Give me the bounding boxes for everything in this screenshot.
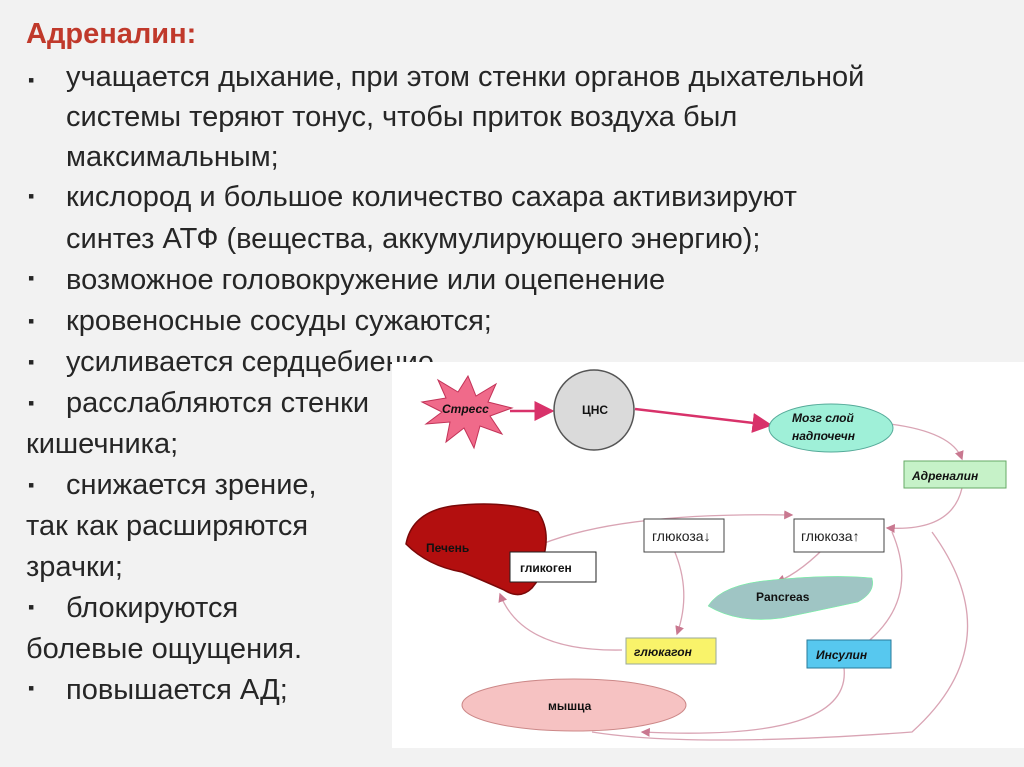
glucose-down-box — [643, 518, 725, 553]
pancreas-shape — [707, 576, 873, 620]
bullet-marker: ▪ — [28, 70, 35, 90]
glycogen-label: гликоген — [520, 561, 572, 575]
arrow-insulin-muscle — [640, 667, 845, 737]
slide-title: Адреналин: — [26, 18, 197, 50]
bullet-text: кишечника; — [26, 428, 179, 460]
bullet-marker: ▪ — [28, 393, 35, 413]
cns-node — [553, 369, 635, 451]
bullet-marker: ▪ — [28, 268, 35, 288]
glucose-up-label: глюкоза↑ — [801, 528, 860, 544]
bullet-text: системы теряют тонус, чтобы приток возду… — [66, 101, 738, 133]
bullet-marker: ▪ — [28, 678, 35, 698]
insulin-label: Инсулин — [816, 648, 868, 662]
bullet-text: болевые ощущения. — [26, 633, 303, 665]
bullet-text: усиливается сердцебиение — [66, 346, 434, 378]
liver-label: Печень — [426, 541, 469, 555]
bullet-text: так как расширяются — [26, 510, 309, 542]
arrow-adrenaline-glucose-up — [885, 487, 963, 534]
insulin-box — [806, 639, 892, 669]
bullet-text: кислород и большое количество сахара акт… — [66, 181, 797, 213]
pancreas-label: Pancreas — [756, 590, 810, 604]
bullet-text: максимальным; — [66, 141, 279, 173]
bullet-text: зрачки; — [26, 551, 123, 583]
arrow-cns-adrenal — [634, 407, 773, 433]
stress-star — [420, 374, 514, 450]
bullet-marker: ▪ — [28, 352, 35, 372]
arrow-glucagon-liver — [498, 592, 623, 651]
glucose-up-box — [793, 518, 885, 553]
stress-label: Стресс — [442, 402, 489, 416]
bullet-text: учащается дыхание, при этом стенки орган… — [66, 61, 865, 93]
bullet-text: расслабляются стенки — [66, 387, 370, 419]
glucagon-box — [625, 637, 717, 665]
arrow-adrenal-adrenaline — [889, 423, 964, 461]
bullet-text: кровеносные сосуды сужаются; — [66, 305, 492, 337]
bullet-text: повышается АД; — [66, 674, 288, 706]
bullet-text: синтез АТФ (вещества, аккумулирующего эн… — [66, 223, 761, 255]
arrow-muscle-loop — [591, 531, 969, 741]
bullet-marker: ▪ — [28, 186, 35, 206]
glucagon-label: глюкагон — [634, 645, 693, 659]
adrenaline-label: Адреналин — [911, 469, 979, 483]
bullet-marker: ▪ — [28, 311, 35, 331]
bullet-marker: ▪ — [28, 475, 35, 495]
cns-label: ЦНС — [582, 403, 608, 417]
adrenal-label-1: Мозг слой — [792, 411, 854, 425]
arrow-glucose-up-insulin — [858, 531, 903, 649]
bullet-text: блокируются — [66, 592, 239, 624]
muscle-label: мышца — [548, 699, 592, 713]
glycogen-box — [509, 551, 597, 583]
glucose-down-label: глюкоза↓ — [652, 528, 711, 544]
adrenal-label-2: надпочечн — [792, 429, 856, 443]
adrenal-node — [768, 403, 894, 453]
bullet-text: снижается зрение, — [66, 469, 317, 501]
arrow-glucose-down-glucagon — [673, 549, 685, 636]
adrenaline-diagram: Стресс ЦНС Мозг слой надпочечн Адреналин… — [392, 362, 1024, 748]
bullet-marker: ▪ — [28, 597, 35, 617]
muscle-node — [461, 678, 687, 732]
bullet-text: возможное головокружение или оцепенение — [66, 264, 666, 296]
adrenaline-box — [903, 460, 1007, 489]
